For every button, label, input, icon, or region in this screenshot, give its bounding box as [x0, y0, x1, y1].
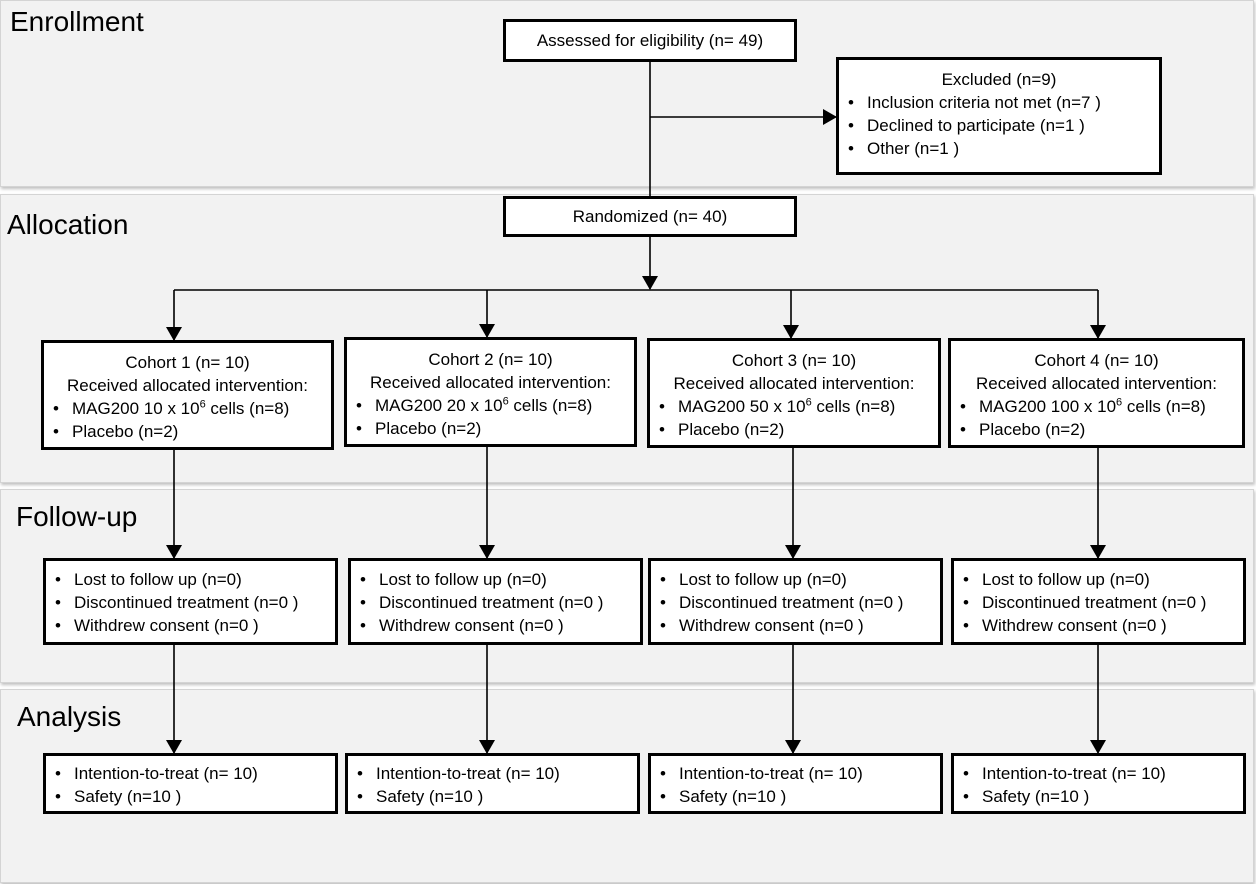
- analysis-safety-item: Safety (n=10 ): [651, 785, 940, 808]
- cohort-title: Cohort 1 (n= 10): [125, 353, 250, 372]
- cohort-dose-item: MAG200 100 x 106 cells (n=8): [951, 395, 1242, 418]
- analysis-itt-item: Intention-to-treat (n= 10): [651, 762, 940, 785]
- followup-discontinued-item: Discontinued treatment (n=0 ): [651, 591, 940, 614]
- excluded-box: Excluded (n=9) Inclusion criteria not me…: [836, 57, 1162, 175]
- cohort-received-label: Received allocated intervention:: [976, 374, 1217, 393]
- randomized-box: Randomized (n= 40): [503, 196, 797, 237]
- followup-discontinued-item: Discontinued treatment (n=0 ): [954, 591, 1243, 614]
- stage-title-enrollment: Enrollment: [10, 6, 144, 37]
- followup-lost-item: Lost to follow up (n=0): [351, 568, 640, 591]
- analysis-box-1: Intention-to-treat (n= 10) Safety (n=10 …: [43, 753, 338, 814]
- followup-lost-item: Lost to follow up (n=0): [651, 568, 940, 591]
- followup-lost-item: Lost to follow up (n=0): [954, 568, 1243, 591]
- cohort-dose-item: MAG200 20 x 106 cells (n=8): [347, 394, 634, 417]
- assessed-label: Assessed for eligibility (n= 49): [536, 31, 764, 50]
- analysis-itt-item: Intention-to-treat (n= 10): [954, 762, 1243, 785]
- followup-withdrew-item: Withdrew consent (n=0 ): [651, 614, 940, 637]
- followup-withdrew-item: Withdrew consent (n=0 ): [351, 614, 640, 637]
- excluded-item: Other (n=1 ): [839, 137, 1159, 160]
- cohort-placebo-item: Placebo (n=2): [44, 420, 331, 443]
- followup-box-1: Lost to follow up (n=0) Discontinued tre…: [43, 558, 338, 645]
- excluded-title: Excluded (n=9): [941, 70, 1057, 89]
- cohort-received-label: Received allocated intervention:: [67, 376, 308, 395]
- followup-discontinued-item: Discontinued treatment (n=0 ): [46, 591, 335, 614]
- analysis-safety-item: Safety (n=10 ): [954, 785, 1243, 808]
- stage-title-allocation: Allocation: [7, 209, 129, 240]
- cohort-box-2: Cohort 2 (n= 10) Received allocated inte…: [344, 337, 637, 447]
- randomized-label: Randomized (n= 40): [572, 207, 728, 226]
- followup-box-2: Lost to follow up (n=0) Discontinued tre…: [348, 558, 643, 645]
- followup-discontinued-item: Discontinued treatment (n=0 ): [351, 591, 640, 614]
- cohort-box-1: Cohort 1 (n= 10) Received allocated inte…: [41, 340, 334, 450]
- cohort-dose-item: MAG200 10 x 106 cells (n=8): [44, 397, 331, 420]
- analysis-safety-item: Safety (n=10 ): [348, 785, 637, 808]
- cohort-title: Cohort 4 (n= 10): [1034, 351, 1159, 370]
- analysis-box-3: Intention-to-treat (n= 10) Safety (n=10 …: [648, 753, 943, 814]
- analysis-box-2: Intention-to-treat (n= 10) Safety (n=10 …: [345, 753, 640, 814]
- cohort-placebo-item: Placebo (n=2): [347, 417, 634, 440]
- followup-box-3: Lost to follow up (n=0) Discontinued tre…: [648, 558, 943, 645]
- followup-lost-item: Lost to follow up (n=0): [46, 568, 335, 591]
- analysis-itt-item: Intention-to-treat (n= 10): [348, 762, 637, 785]
- cohort-title: Cohort 2 (n= 10): [428, 350, 553, 369]
- excluded-item: Declined to participate (n=1 ): [839, 114, 1159, 137]
- cohort-placebo-item: Placebo (n=2): [951, 418, 1242, 441]
- analysis-itt-item: Intention-to-treat (n= 10): [46, 762, 335, 785]
- analysis-box-4: Intention-to-treat (n= 10) Safety (n=10 …: [951, 753, 1246, 814]
- cohort-received-label: Received allocated intervention:: [673, 374, 915, 393]
- cohort-box-4: Cohort 4 (n= 10) Received allocated inte…: [948, 338, 1245, 448]
- followup-withdrew-item: Withdrew consent (n=0 ): [954, 614, 1243, 637]
- cohort-received-label: Received allocated intervention:: [370, 373, 611, 392]
- analysis-safety-item: Safety (n=10 ): [46, 785, 335, 808]
- cohort-dose-item: MAG200 50 x 106 cells (n=8): [650, 395, 938, 418]
- excluded-item: Inclusion criteria not met (n=7 ): [839, 91, 1159, 114]
- followup-box-4: Lost to follow up (n=0) Discontinued tre…: [951, 558, 1246, 645]
- stage-title-analysis: Analysis: [17, 701, 122, 732]
- cohort-title: Cohort 3 (n= 10): [731, 351, 857, 370]
- stage-title-followup: Follow-up: [16, 501, 138, 532]
- assessed-box: Assessed for eligibility (n= 49): [503, 19, 797, 62]
- followup-withdrew-item: Withdrew consent (n=0 ): [46, 614, 335, 637]
- cohort-placebo-item: Placebo (n=2): [650, 418, 938, 441]
- cohort-box-3: Cohort 3 (n= 10) Received allocated inte…: [647, 338, 941, 448]
